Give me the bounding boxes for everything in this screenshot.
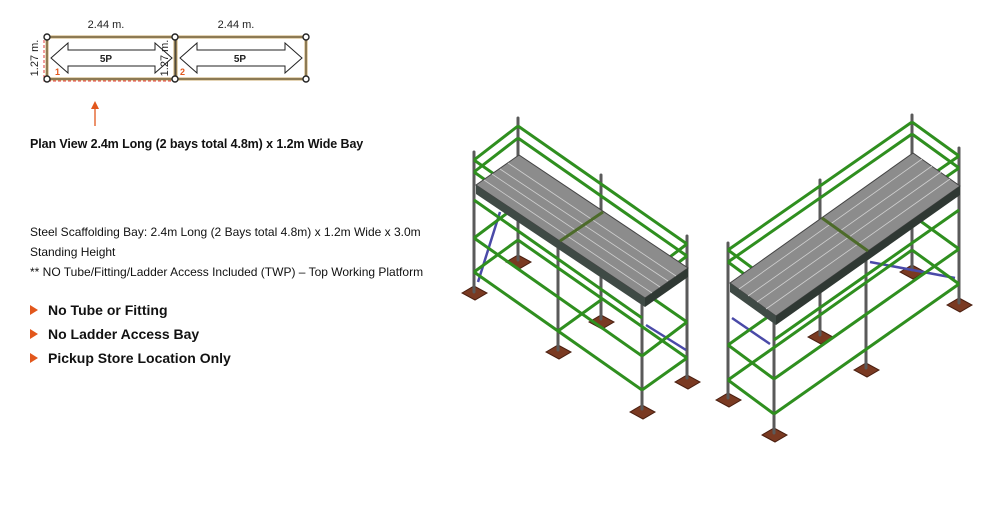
bullet-triangle-icon xyxy=(30,329,38,339)
bay-2-label: 5P xyxy=(234,54,247,65)
scaffold-render-right xyxy=(714,113,974,443)
working-platform-deck xyxy=(729,152,961,317)
feature-item: No Tube or Fitting xyxy=(30,300,231,324)
bay-1-number: 1 xyxy=(55,67,60,77)
bay-2-number: 2 xyxy=(180,67,185,77)
standard-node xyxy=(302,75,310,83)
dimension-width-mid: 1.27 m. xyxy=(159,40,171,77)
standard-node xyxy=(171,75,179,83)
feature-list: No Tube or Fitting No Ladder Access Bay … xyxy=(30,300,231,372)
standard-node xyxy=(43,75,51,83)
dimension-width-left: 1.27 m. xyxy=(29,40,41,77)
feature-label: No Ladder Access Bay xyxy=(48,326,200,342)
description-line: ** NO Tube/Fitting/Ladder Access Include… xyxy=(30,265,424,279)
description-line: Steel Scaffolding Bay: 2.4m Long (2 Bays… xyxy=(30,225,421,239)
feature-item: Pickup Store Location Only xyxy=(30,348,231,372)
pointer-arrow-icon xyxy=(91,101,99,126)
feature-item: No Ladder Access Bay xyxy=(30,324,231,348)
standard-node xyxy=(302,33,310,41)
bay-1-arrow xyxy=(50,41,173,75)
dimension-bay-1: 2.44 m. xyxy=(88,19,125,31)
plan-view-diagram: 2.44 m. 2.44 m. 1.27 m. 1.27 m. 5P 5P 1 … xyxy=(29,19,310,126)
working-platform-deck xyxy=(475,154,689,299)
scaffold-render-left xyxy=(460,116,702,420)
bay-1-label: 5P xyxy=(100,54,113,65)
bullet-triangle-icon xyxy=(30,353,38,363)
feature-label: Pickup Store Location Only xyxy=(48,350,231,366)
bay-2-arrow xyxy=(179,41,303,75)
product-description: Steel Scaffolding Bay: 2.4m Long (2 Bays… xyxy=(30,222,470,282)
standard-node xyxy=(43,33,51,41)
bullet-triangle-icon xyxy=(30,305,38,315)
dimension-bay-2: 2.44 m. xyxy=(218,19,255,31)
description-line: Standing Height xyxy=(30,245,116,259)
feature-label: No Tube or Fitting xyxy=(48,302,168,318)
plan-view-title: Plan View 2.4m Long (2 bays total 4.8m) … xyxy=(30,137,364,151)
standard-node xyxy=(171,33,179,41)
